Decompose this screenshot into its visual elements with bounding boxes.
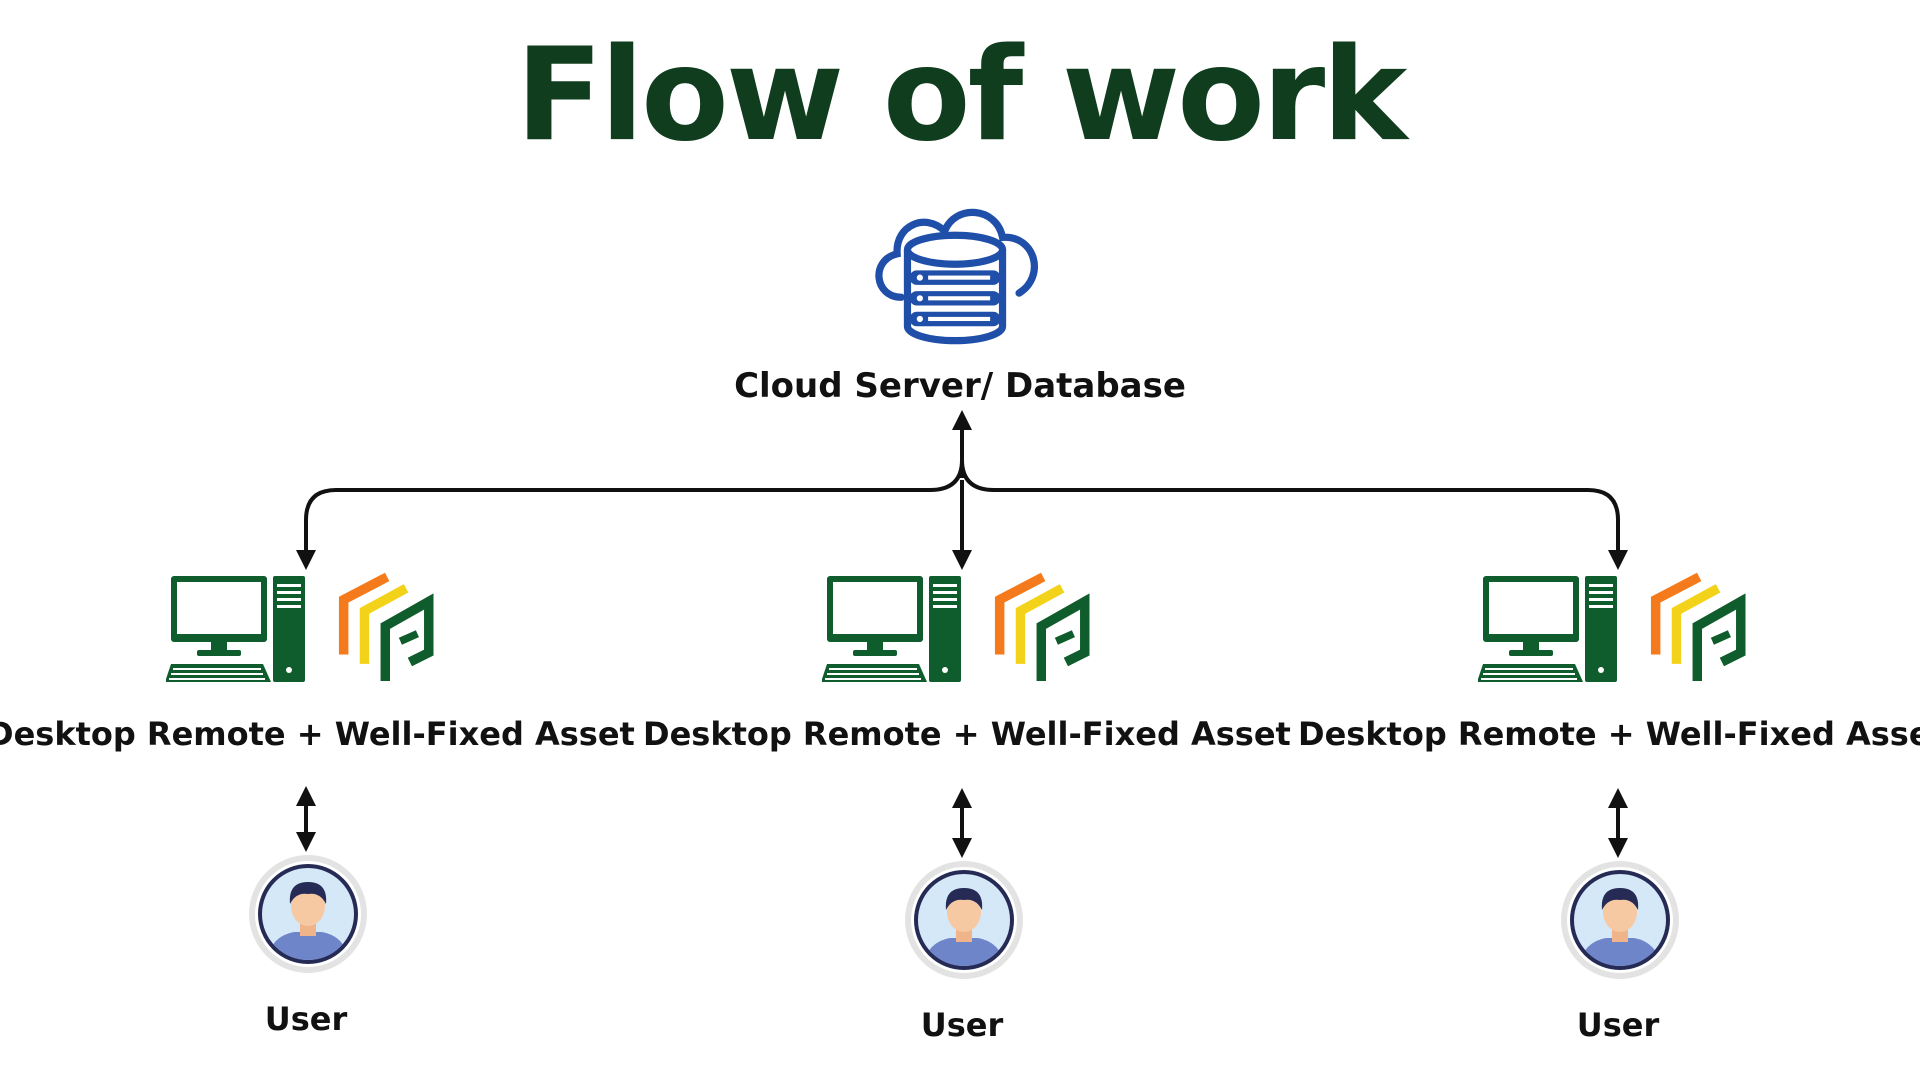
server-label: Cloud Server/ Database — [734, 366, 1186, 406]
page-title: Flow of work — [515, 21, 1408, 170]
user-label: User — [264, 1000, 348, 1038]
user-avatar-icon — [904, 860, 1024, 980]
node-label: Desktop Remote + Well-Fixed Asset — [1298, 715, 1920, 753]
desktop-computer-icon — [822, 574, 964, 684]
well-fixed-asset-logo — [1650, 570, 1754, 686]
user-avatar-icon — [1560, 860, 1680, 980]
well-fixed-asset-logo — [338, 570, 442, 686]
desktop-computer-icon — [1478, 574, 1620, 684]
node-label: Desktop Remote + Well-Fixed Asset — [643, 715, 1291, 753]
well-fixed-asset-logo — [994, 570, 1098, 686]
user-label: User — [1576, 1006, 1660, 1044]
user-avatar-icon — [248, 854, 368, 974]
desktop-computer-icon — [166, 574, 308, 684]
node-label: Desktop Remote + Well-Fixed Asset — [0, 715, 635, 753]
user-label: User — [920, 1006, 1004, 1044]
